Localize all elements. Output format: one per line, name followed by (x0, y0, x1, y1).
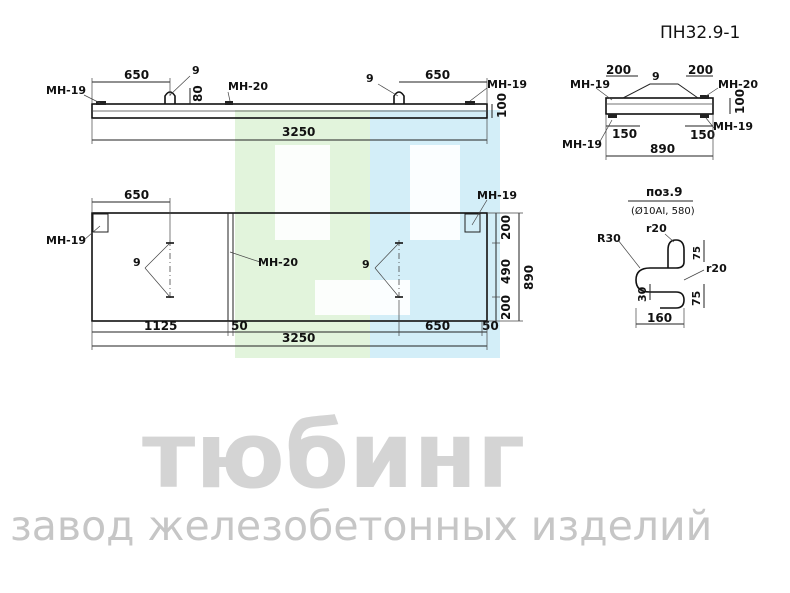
plan-dim-1125: 1125 (144, 319, 177, 333)
dim-200-left: 200 (606, 63, 631, 77)
end-label-mn19-top: МН-19 (570, 78, 610, 91)
label-mn20: МН-20 (228, 80, 268, 93)
plan-dim-3250: 3250 (282, 331, 315, 345)
plan-label-9-left: 9 (133, 256, 141, 269)
side-view: 650 650 80 100 3250 МН-19 9 МН-20 9 МН-1… (46, 64, 527, 144)
label-9-right: 9 (366, 72, 374, 85)
dim-3250-side: 3250 (282, 125, 315, 139)
plan-dim-490: 490 (499, 259, 513, 284)
dim-100: 100 (495, 93, 509, 118)
end-dim-150-left: 150 (612, 127, 637, 141)
plan-dim-650-bottom: 650 (425, 319, 450, 333)
plate-mn20 (225, 101, 233, 105)
plate-mn19-left (96, 101, 106, 105)
end-dim-100: 100 (733, 89, 747, 114)
plate-mn19-right (465, 101, 475, 105)
plan-view: 9 9 650 МН-19 МН-20 МН-19 200 490 200 89… (46, 188, 536, 350)
end-label-mn20: МН-20 (718, 78, 758, 91)
pos9-label-r30: R30 (597, 232, 621, 245)
pos9-spec: (Ø10AI, 580) (631, 205, 695, 217)
dim-200-right: 200 (688, 63, 713, 77)
plan-plate-mn19-left (92, 213, 109, 233)
end-label-mn19-right: МН-19 (713, 120, 753, 133)
watermark-tagline: завод железобетонных изделий (10, 502, 712, 550)
label-9-left: 9 (192, 64, 200, 77)
dim-650-left: 650 (124, 68, 149, 82)
pos9-dim-160: 160 (647, 311, 672, 325)
plan-label-mn19-right: МН-19 (477, 189, 517, 202)
plan-dim-50-left: 50 (231, 319, 248, 333)
watermark-brand: тюбинг (142, 402, 525, 509)
plan-dim-50-right: 50 (482, 319, 499, 333)
watermark-logo (235, 110, 500, 358)
end-label-mn19-bottom: МН-19 (562, 138, 602, 151)
pos9-label-r20-top: r20 (646, 222, 667, 235)
pos9-title: поз.9 (646, 185, 682, 199)
plan-label-mn20: МН-20 (258, 256, 298, 269)
plan-label-mn19-left: МН-19 (46, 234, 86, 247)
drawing-title: ПН32.9-1 (660, 23, 740, 43)
end-view: 200 200 9 МН-19 МН-20 100 МН-19 150 150 … (562, 63, 758, 160)
label-mn19-left: МН-19 (46, 84, 86, 97)
label-mn19-right: МН-19 (487, 78, 527, 91)
pos9-label-r20-right: r20 (706, 262, 727, 275)
hook-bar-shape (635, 239, 685, 309)
plan-dim-200-bottom: 200 (499, 295, 513, 320)
loop-profile (622, 83, 699, 99)
pos9-dim-75-top: 75 (692, 246, 703, 260)
plan-dim-200-top: 200 (499, 215, 513, 240)
pos9-dim-30: 30 (636, 286, 649, 302)
plan-dim-890: 890 (522, 265, 536, 290)
lifting-loop-right (393, 91, 405, 104)
end-dim-890: 890 (650, 142, 675, 156)
plan-plate-mn19-right (464, 213, 481, 233)
dim-650-right: 650 (425, 68, 450, 82)
dim-80: 80 (191, 85, 205, 102)
plan-dim-650-top: 650 (124, 188, 149, 202)
plan-label-9-right: 9 (362, 258, 370, 271)
end-dim-150-right: 150 (690, 128, 715, 142)
pos9-dim-75-bottom: 75 (690, 291, 703, 306)
pos9-detail: поз.9 (Ø10AI, 580) R30 r20 r20 75 30 75 … (597, 185, 727, 328)
end-label-9: 9 (652, 70, 660, 83)
